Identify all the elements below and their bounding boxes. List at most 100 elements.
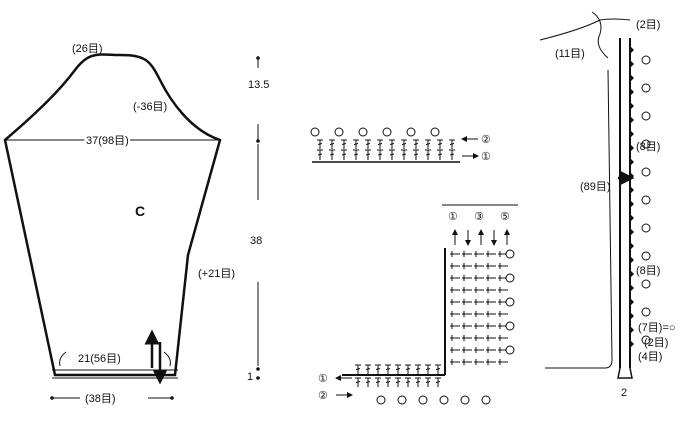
band-picot-spacing-1: (8目) [636, 141, 660, 153]
stitch-picot [505, 321, 515, 331]
height-cap: 13.5 [248, 79, 269, 91]
cuff-dim-dot-l [50, 396, 54, 400]
stitch-dc-bar [405, 368, 411, 370]
stitch-dc-bar [437, 143, 443, 145]
stitch-picot [418, 395, 428, 405]
stitch-dc-bar [449, 153, 455, 156]
band-triangle [630, 284, 634, 292]
sleeve-schematic: (26目) (-36目) 37(98目) C (+21目) 21(56目) (3… [3, 43, 235, 405]
stitch-dc-bar [425, 153, 431, 156]
stitch-dc-bar [365, 153, 371, 156]
stitch-picot [505, 249, 515, 259]
stitch-dc-bar [317, 143, 323, 145]
stitch-dc-bar [449, 143, 455, 145]
height-body: 38 [250, 235, 262, 247]
stitch-dc-bar [435, 368, 441, 370]
sleeve-top-stitches: (26目) [72, 43, 103, 55]
stitch-picot [358, 127, 368, 137]
height-cuff: 1 [247, 371, 253, 383]
band-triangle [630, 88, 634, 96]
stitch-dc-bar [375, 381, 381, 383]
stitch-dc-bar [385, 381, 391, 383]
stitch-dc-bar [329, 143, 335, 145]
height-dot-3 [256, 367, 260, 371]
stitch-picot [641, 167, 651, 177]
stitch-picot [641, 335, 651, 345]
body-curve-shoulder [591, 11, 609, 59]
body-curve-inner [545, 69, 613, 369]
stitch-dc-bar [365, 143, 371, 145]
band-triangle [630, 298, 634, 306]
stitch-picot [439, 395, 449, 405]
stitch-dc-bar [355, 381, 361, 383]
stitch-dc-bar [415, 381, 421, 383]
stitch-picot [641, 279, 651, 289]
stitch-picot [641, 195, 651, 205]
band-triangle [630, 326, 634, 334]
sleeve-cuff-count: (38目) [85, 393, 116, 405]
band-triangle [630, 130, 634, 138]
stitch-dc-bar [377, 153, 383, 156]
stitch-dc-bar [395, 368, 401, 370]
stitch-picot [397, 395, 407, 405]
band-triangle [630, 340, 634, 348]
corner-col3-label: ③ [474, 211, 484, 223]
stitch-dc-bar [389, 143, 395, 145]
band-triangle [630, 200, 634, 208]
band-triangle [630, 102, 634, 110]
band-triangle [630, 242, 634, 250]
stitch-picot [310, 127, 320, 137]
stitch-dc-bar [385, 368, 391, 370]
stitch-picot [641, 139, 651, 149]
body-curve-upper [539, 18, 631, 41]
stitch-dc-bar [329, 153, 335, 156]
stitch-picot [406, 127, 416, 137]
stitch-picot [641, 111, 651, 121]
stitch-dc-bar [389, 153, 395, 156]
band-top-stitches: (2目) [636, 19, 660, 31]
stitch-dc-bar [401, 153, 407, 156]
stitch-dc-bar [415, 368, 421, 370]
stitch-picot [505, 297, 515, 307]
stitch-dc-bar [405, 381, 411, 383]
stitch-picot [382, 127, 392, 137]
hem-arc-left [59, 351, 67, 367]
stitch-picot [334, 127, 344, 137]
stitch-dc-bar [365, 368, 371, 370]
stitch-dc-bar [425, 381, 431, 383]
height-dot-4 [256, 376, 260, 380]
stitch-dc-bar [317, 153, 323, 156]
band-triangle [630, 60, 634, 68]
stitch-dc-bar [355, 368, 361, 370]
sleeve-outline [3, 53, 222, 377]
band-triangle [630, 312, 634, 320]
band-triangle [630, 116, 634, 124]
band-picot-spacing-2: (8目) [636, 265, 660, 277]
chart-top-row2: ② [481, 134, 491, 146]
chart-top-row1: ① [481, 151, 491, 163]
band-triangle [630, 214, 634, 222]
corner-row1-label: ① [318, 373, 328, 385]
height-dot-2 [256, 139, 260, 143]
stitch-picot [460, 395, 470, 405]
sleeve-cap-decrease: (-36目) [133, 101, 167, 113]
band-triangle [630, 256, 634, 264]
sleeve-letter: C [135, 203, 145, 219]
band-triangle [630, 186, 634, 194]
hem-arc-right [163, 351, 171, 367]
stitch-dc-bar [353, 153, 359, 156]
edge-band [539, 11, 651, 379]
stitch-picot [641, 83, 651, 93]
stitch-dc-bar [413, 143, 419, 145]
stitch-picot [505, 345, 515, 355]
stitch-dc-bar [395, 381, 401, 383]
band-triangle [630, 46, 634, 54]
stitch-dc-bar [437, 153, 443, 156]
band-upper-pick: (11目) [555, 48, 585, 60]
stitch-dc-bar [341, 143, 347, 145]
sleeve-width: 37(98目) [86, 135, 129, 147]
stitch-dc-bar [353, 143, 359, 145]
stitch-dc-bar [375, 368, 381, 370]
stitch-picot [641, 307, 651, 317]
